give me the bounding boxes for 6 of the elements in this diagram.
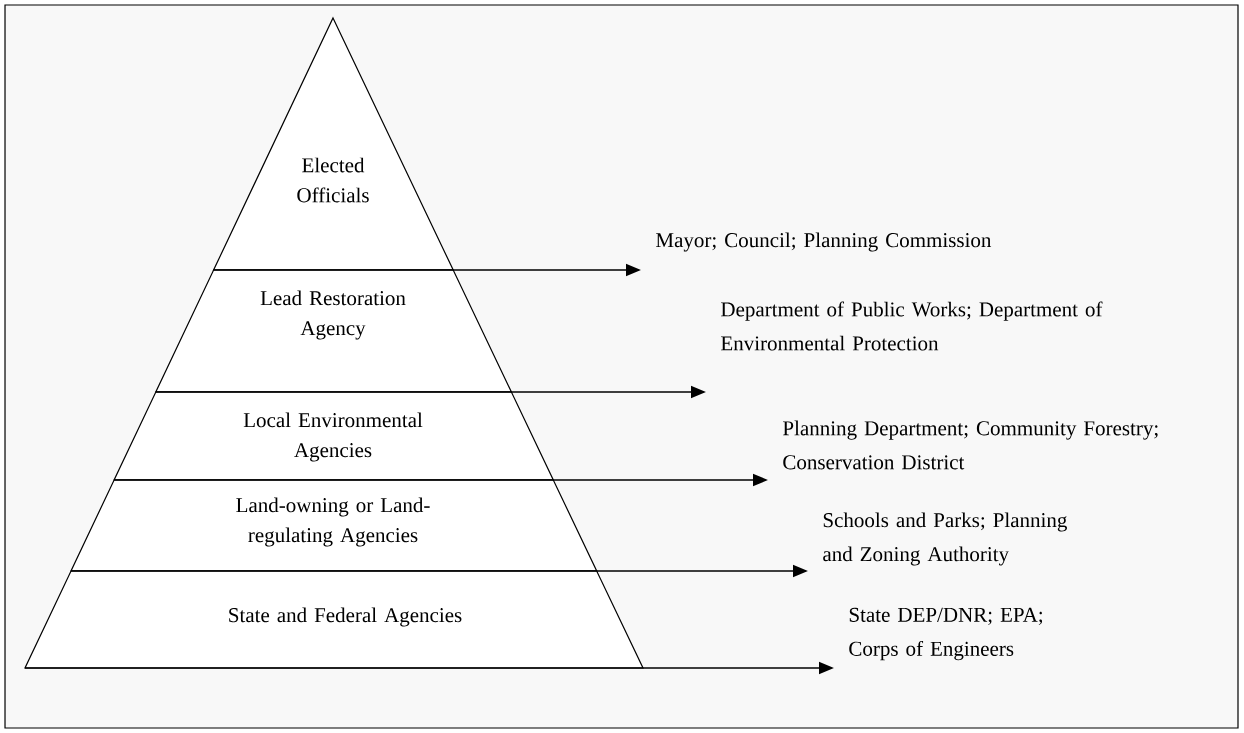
- pyramid-band: State and Federal Agencies: [24, 570, 644, 669]
- agency-text: State DEP/DNR; EPA; Corps of Engineers: [849, 607, 1043, 661]
- agency-text: Mayor; Council; Planning Commission: [656, 232, 992, 252]
- agency-text: Department of Public Works; Department of Environmental Protection: [721, 301, 1103, 351]
- agency-text: Schools and Parks; Planning and Zoning Authority: [823, 512, 1067, 566]
- agency-text: Planning Department; Community Forestry; Conservation District: [783, 420, 1158, 470]
